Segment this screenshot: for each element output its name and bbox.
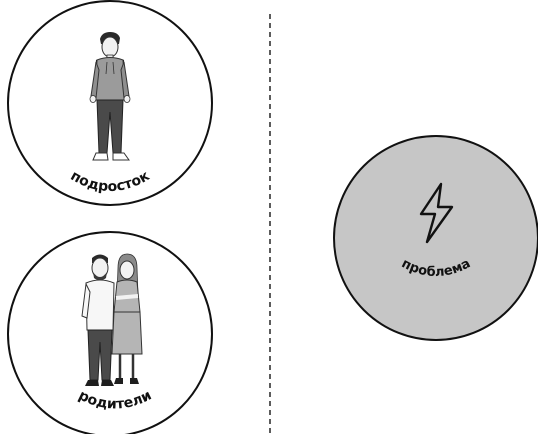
problem-circle [333,135,538,341]
lightning-bolt-icon [419,182,454,244]
teen-node: подросток [7,0,213,206]
teen-figure-icon [89,32,131,161]
problem-label: проблема [399,256,473,280]
problem-node: проблема [333,135,538,341]
parents-figure-icon [81,253,143,386]
parents-node: родители [7,231,213,437]
